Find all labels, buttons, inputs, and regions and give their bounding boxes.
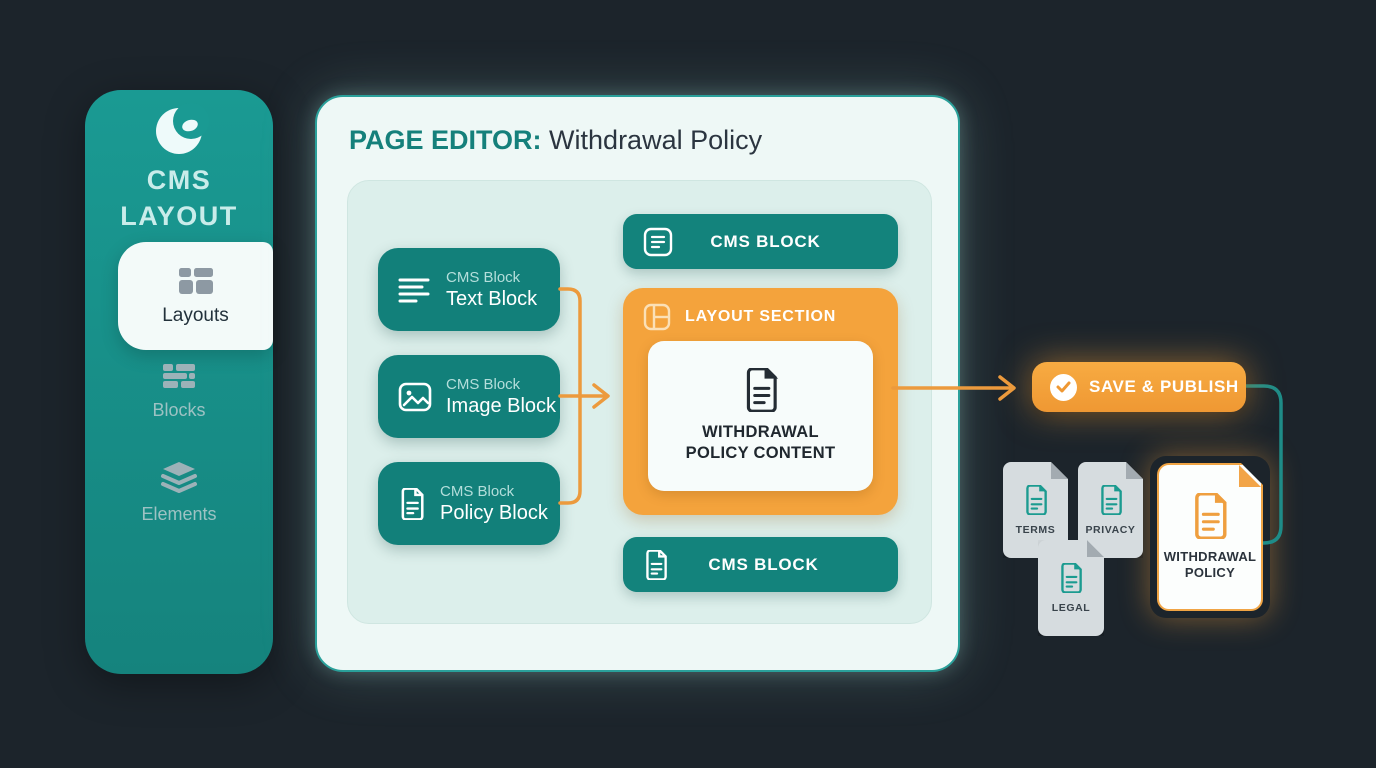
layouts-icon — [178, 267, 213, 294]
cms-block-bar-top[interactable]: CMS BLOCK — [623, 214, 898, 269]
elements-icon — [161, 462, 197, 493]
cms-block-text[interactable]: CMS Block Text Block — [378, 248, 560, 331]
layout-grid-icon — [643, 303, 671, 331]
layout-section-header: LAYOUT SECTION — [623, 288, 898, 331]
document-icon — [1023, 485, 1049, 515]
page-fold — [1051, 462, 1068, 479]
document-icon — [1098, 485, 1124, 515]
sidebar-item-label: Blocks — [152, 400, 206, 420]
page-title: PAGE EDITOR: Withdrawal Policy — [349, 125, 762, 156]
doc-label: PRIVACY — [1085, 523, 1136, 536]
block-name: Image Block — [446, 394, 557, 417]
layout-section[interactable]: LAYOUT SECTION WITHDRAWAL PO — [623, 288, 898, 515]
doc-card-legal[interactable]: LEGAL — [1038, 540, 1104, 636]
sidebar-item-elements[interactable]: Elements — [85, 460, 273, 525]
page-fold — [1087, 540, 1104, 557]
block-type: CMS Block — [446, 375, 521, 393]
block-type: CMS Block — [446, 268, 521, 286]
doc-label: LEGAL — [1051, 601, 1091, 614]
check-circle-icon — [1050, 373, 1077, 401]
save-publish-label: SAVE & PUBLISH — [1089, 377, 1239, 396]
content-card-label: WITHDRAWAL POLICY CONTENT — [685, 423, 836, 462]
document-icon — [746, 368, 778, 412]
document-icon — [1058, 563, 1084, 593]
document-icon — [1190, 493, 1230, 539]
blocks-icon — [163, 364, 195, 388]
block-name: Policy Block — [440, 501, 548, 524]
layout-section-label: LAYOUT SECTION — [685, 308, 837, 325]
block-type: CMS Block — [440, 482, 515, 500]
cms-bar-label: CMS BLOCK — [708, 554, 819, 574]
text-lines-icon — [398, 278, 430, 302]
sidebar-item-layouts[interactable]: Layouts — [118, 242, 273, 350]
document-icon — [646, 549, 667, 580]
editor-canvas: CMS Block Text Block CMS Block Image Blo… — [347, 180, 932, 624]
sidebar-item-blocks[interactable]: Blocks — [85, 362, 273, 421]
page-editor-panel: PAGE EDITOR: Withdrawal Policy CMS Block… — [315, 95, 960, 672]
sidebar-item-label: Elements — [141, 504, 217, 524]
sidebar-title: CMS LAYOUT — [120, 165, 238, 231]
sidebar-item-label: Layouts — [162, 304, 229, 326]
cms-logo-icon — [156, 103, 209, 154]
page-title-name: Withdrawal Policy — [549, 125, 763, 155]
withdrawal-policy-content-card[interactable]: WITHDRAWAL POLICY CONTENT — [648, 341, 873, 491]
cms-block-bar-bottom[interactable]: CMS BLOCK — [623, 537, 898, 592]
cms-block-image[interactable]: CMS Block Image Block — [378, 355, 560, 438]
doc-card-terms[interactable]: TERMS — [1003, 462, 1068, 558]
doc-card-withdrawal-policy[interactable]: WITHDRAWAL POLICY — [1157, 463, 1263, 611]
doc-label: TERMS — [1015, 523, 1056, 536]
document-icon — [643, 227, 673, 256]
image-icon — [398, 382, 432, 411]
page-title-prefix: PAGE EDITOR: — [349, 125, 542, 155]
cms-bar-label: CMS BLOCK — [710, 231, 821, 251]
cms-block-policy[interactable]: CMS Block Policy Block — [378, 462, 560, 545]
page-fold — [1126, 462, 1143, 479]
document-icon — [401, 487, 424, 520]
policy-card-label: WITHDRAWAL POLICY — [1163, 549, 1257, 580]
sidebar: CMS LAYOUT Layouts Blocks — [85, 90, 273, 674]
save-publish-button[interactable]: SAVE & PUBLISH — [1032, 362, 1246, 412]
block-name: Text Block — [446, 287, 538, 310]
